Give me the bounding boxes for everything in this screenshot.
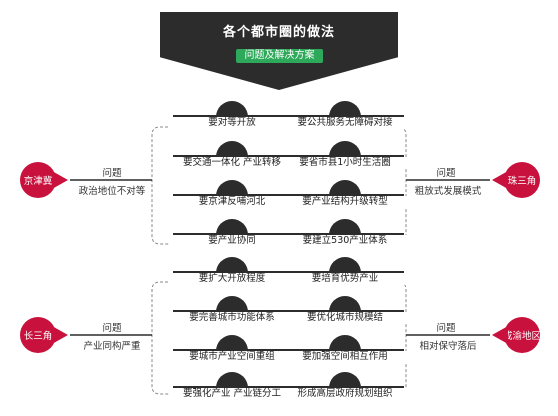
chengyu-problem: 相对保守落后 [419,341,477,352]
region-pin-zhusanjiao: 珠三角 [492,162,540,198]
header-banner: 各个都市圈的做法 问题及解决方案 [160,12,398,90]
jingjinji-item-3: 要京津反哺河北 [169,180,295,208]
changsanjiao-item-4: 要强化产业 产业链分工 [169,372,295,400]
zhusanjiao-item-2: 要省市县1小时生活圈 [282,141,408,169]
chengyu-item-4: 形成高层政府规划组织 [282,372,408,400]
zhusanjiao-problem-label: 问题 [436,168,456,179]
changsanjiao-item-1: 要扩大开放程度 [169,257,295,285]
page-title: 各个都市圈的做法 [222,25,335,40]
changsanjiao-item-3: 要城市产业空间重组 [169,335,295,363]
region-pin-changsanjiao: 长三角 [20,317,68,353]
subtitle-badge: 问题及解决方案 [236,49,323,63]
changsanjiao-item-2: 要完善城市功能体系 [169,296,295,324]
jingjinji-item-1: 要对等开放 [169,101,295,129]
changsanjiao-problem: 产业同构严重 [83,341,141,352]
chengyu-problem-label: 问题 [436,323,456,334]
chengyu-item-3: 要加强空间相互作用 [282,335,408,363]
zhusanjiao-item-4: 要建立530产业体系 [282,219,408,247]
jingjinji-problem: 政治地位不对等 [78,186,146,197]
chengyu-item-2: 要优化城市规模结 [282,296,408,324]
jingjinji-item-4: 要产业协同 [169,219,295,247]
jingjinji-problem-label: 问题 [102,168,122,179]
zhusanjiao-problem: 粗放式发展模式 [414,186,482,197]
zhusanjiao-item-3: 要产业结构升级转型 [282,180,408,208]
region-pin-chengyu: 成渝地区 [492,317,541,353]
region-pin-jingjinji: 京津冀 [20,162,68,198]
jingjinji-item-2: 要交通一体化 产业转移 [169,141,295,169]
chengyu-item-1: 要培育优势产业 [282,257,408,285]
zhusanjiao-item-1: 要公共服务无障碍对接 [282,101,408,129]
changsanjiao-problem-label: 问题 [102,323,122,334]
